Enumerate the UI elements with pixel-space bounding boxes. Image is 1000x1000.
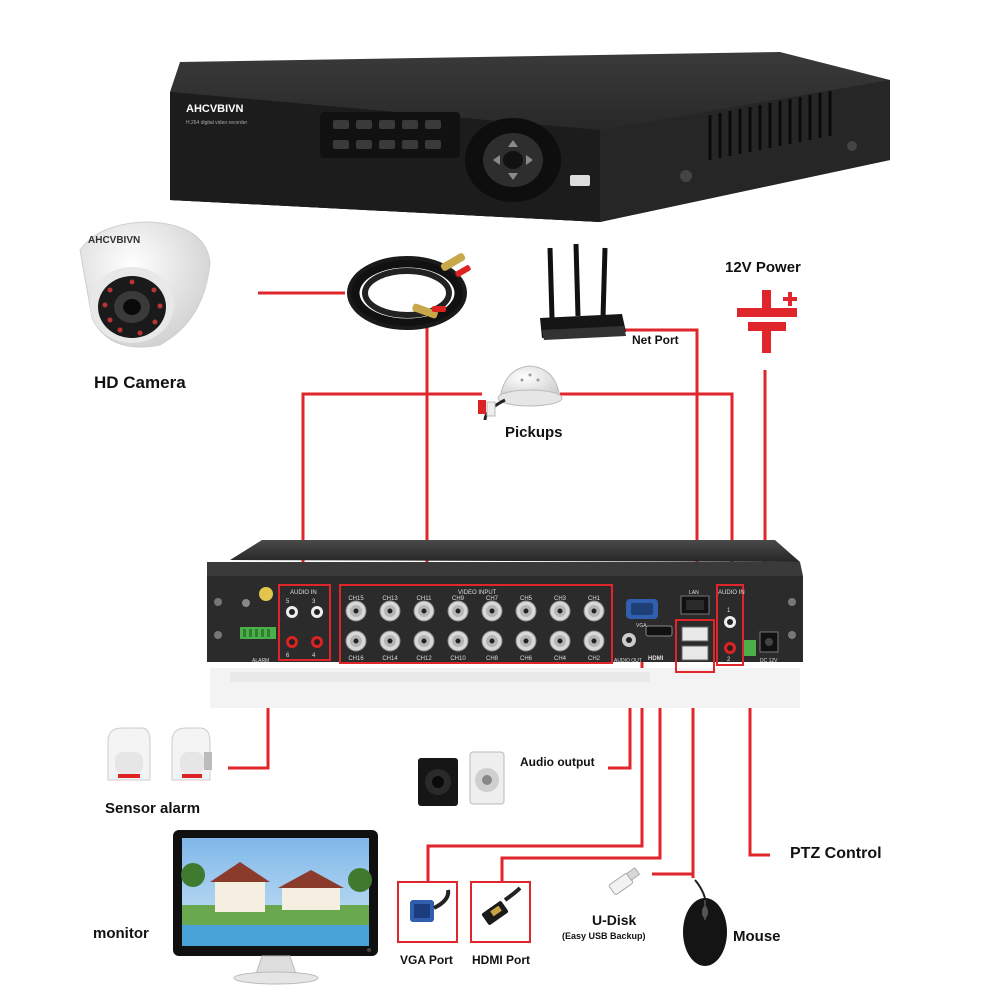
wire-ptz [748,668,770,857]
speakers [418,751,505,806]
label-hdmi-port: HDMI Port [472,953,530,967]
wire-vga [426,660,644,882]
label-sensor-alarm: Sensor alarm [105,800,201,817]
label-vga-port: VGA Port [400,953,453,967]
bnc-connector-ch13: CH13 [379,596,401,622]
rear-audio-in-right-label: AUDIO IN [718,590,745,596]
bnc-connector-ch8: CH8 [481,630,503,662]
rear-alarm-label: ALARM [252,658,269,664]
ground-sticker [259,587,273,601]
rear-video-input-label: VIDEO INPUT [458,590,497,596]
front-button-panel [320,112,460,158]
dome-camera: AHCVBIVN [79,221,211,348]
channel-label: CH12 [416,656,432,662]
front-subtitle: H.264 digital video recorder [186,120,247,126]
bnc-connector-ch15: CH15 [345,596,367,622]
vga-cable-box [397,881,458,943]
rear-hdmi-label: HDMI [648,656,664,662]
channel-label: CH13 [382,596,398,602]
wire-net-port [620,328,699,590]
rear-dvr: AUDIO IN VIDEO INPUT AUDIO IN LAN VGA HD… [207,540,803,708]
audio-in-left-jacks [286,606,323,648]
audio-ch-label: 6 [286,653,290,659]
connection-wires [228,291,770,882]
mouse-icon [683,879,727,966]
label-ptz-control: PTZ Control [790,845,882,862]
channel-label: CH14 [382,656,398,662]
channel-label: CH1 [588,596,601,602]
bnc-connector-ch4: CH4 [549,630,571,662]
audio-in-right-box [716,584,744,666]
audio-ch-label: 3 [312,599,316,605]
label-pickups: Pickups [505,424,563,441]
rear-dc12v-label: DC 12V [760,658,778,664]
front-dvr: AHCVBIVN H.264 digital video recorder [170,52,890,222]
wire-hdmi [500,670,662,882]
bnc-connector-ch10: CH10 [447,630,469,662]
channel-label: CH8 [486,656,499,662]
label-net-port: Net Port [632,333,679,347]
channel-label: CH6 [520,656,533,662]
rear-audio-in-left-label: AUDIO IN [290,590,317,596]
audio-ch-label: 2 [727,657,731,663]
wire-audio-output [608,680,632,770]
channel-label: CH3 [554,596,567,602]
usb-port-icon [570,175,590,186]
power-symbol-icon [737,290,797,353]
audio-ch-label: 5 [286,599,290,605]
bnc-connector-ch1: CH1 [583,596,605,622]
label-udisk: U-Disk [592,912,637,928]
bnc-connector-ch14: CH14 [379,630,401,662]
bnc-connector-ch11: CH11 [413,596,435,622]
video-input-box [339,584,613,664]
channel-label: CH11 [417,596,433,602]
channel-label: CH5 [520,596,533,602]
channel-label: CH16 [348,656,364,662]
rear-vga-label: VGA [636,623,647,629]
rear-lan-label: LAN [689,590,699,596]
bnc-connector-ch7: CH7 [481,596,503,622]
label-audio-output: Audio output [520,755,595,769]
channel-label: CH10 [450,656,466,662]
monitor-display [173,830,378,985]
channel-label: CH7 [486,596,499,602]
front-brand: AHCVBIVN [186,103,244,115]
bnc-connector-ch3: CH3 [549,596,571,622]
label-mouse: Mouse [733,928,781,945]
bnc-connector-ch16: CH16 [345,630,367,662]
channel-label: CH2 [588,656,601,662]
channel-label: CH9 [452,596,465,602]
channel-label: CH4 [554,656,567,662]
wire-pickup-left [301,392,482,587]
label-12v-power: 12V Power [725,259,801,276]
wire-pickup-right [560,392,734,584]
udisk-icon [608,867,641,895]
bnc-connector-ch12: CH12 [413,630,435,662]
audio-ch-label: 4 [312,653,316,659]
channel-label: CH15 [348,596,364,602]
bnc-connector-ch6: CH6 [515,630,537,662]
bnc-cable-coil [347,253,471,330]
label-hd-camera: HD Camera [94,373,186,392]
pir-sensors [107,727,212,781]
camera-brand: AHCVBIVN [88,235,140,246]
pickup-microphone [478,365,563,421]
audio-ch-label: 1 [727,608,731,614]
hdmi-cable-box [470,881,531,943]
router [540,243,626,340]
label-udisk-note: (Easy USB Backup) [562,931,646,941]
bnc-connector-ch2: CH2 [583,630,605,662]
label-monitor: monitor [93,925,149,942]
usb-ports-box [675,619,715,673]
rear-audio-out-label: AUDIO OUT [614,658,642,664]
audio-in-left-box [278,584,331,661]
bnc-connector-ch5: CH5 [515,596,537,622]
bnc-connector-ch9: CH9 [447,596,469,622]
